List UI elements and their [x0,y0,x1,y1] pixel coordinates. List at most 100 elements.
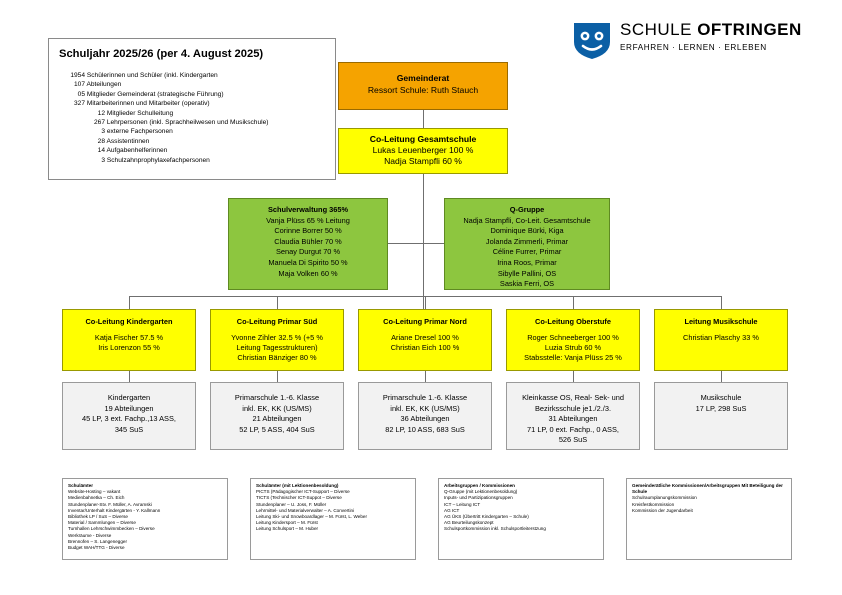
node-line: Roger Schneeberger 100 % [527,333,619,342]
node-line: 52 LP, 5 ASS, 404 SuS [239,424,315,434]
node-line: Jolanda Zimmerli, Primar [485,236,569,246]
node-coleitung-gesamtschule-title: Co-Leitung Gesamtschule [369,134,477,144]
node-gemeinderat-lines: Ressort Schule: Ruth Stauch [339,85,507,95]
connector-unit-primar-sued [277,371,278,382]
statistic-row: 3 externe Fachpersonen [59,127,325,136]
logo-wordmark: SCHULE OFTRINGEN ERFAHREN · LERNEN · ERL… [620,20,802,52]
node-qgruppe[interactable]: Q-Gruppe Nadja Stampfli, Co-Leit. Gesamt… [444,198,610,290]
node-line: inkl. EK, KK (US/MS) [390,403,460,413]
note-item: ICT – Leitung ICT [444,501,481,507]
note-item: Werkräume - Diverse [68,532,112,538]
node-line: Musikschule [700,393,742,403]
statistics-list: 1954 Schülerinnen und Schüler (inkl. Kin… [59,71,325,165]
note-item: Schulraumplanungskommission [632,495,697,501]
statistic-label: Lehrpersonen (inkl. Sprachheilwesen und … [105,119,269,127]
node-line: Nadja Stampfli 60 % [384,156,462,166]
page-title: Schuljahr 2025/26 (per 4. August 2025) [59,48,264,60]
node-line: Lukas Leuenberger 100 % [372,145,474,155]
connector-unit-musikschule [721,371,722,382]
connector-drop-primar-nord [425,296,426,309]
node-line: 526 SuS [558,434,588,444]
statistic-label: Assistentinnen [105,137,150,145]
connector-drop-primar-sued [277,296,278,309]
node-gemeinderat[interactable]: Gemeinderat Ressort Schule: Ruth Stauch [338,62,508,110]
note-item: Leitung Kindersport – M. Fürst [256,520,318,526]
statistic-value: 05 [77,90,85,98]
connector-drop-musikschule [721,296,722,309]
note-item: AG ICT [444,507,460,513]
node-title: Co-Leitung Primar Süd [236,317,318,326]
note-item: Kreisfestkommission [632,501,675,507]
node-line: 345 SuS [114,424,144,434]
node-line: Luzia Strub 60 % [544,343,602,353]
node-line: Vanja Plüss 65 % Leitung [266,215,350,225]
statistic-label: Schülerinnen und Schüler (inkl. Kinderga… [85,72,218,79]
statistic-row: 12 Mitglieder Schulleitung [59,109,325,118]
note-item: Turnhallen Lehrschwimmbecken – Diverse [68,526,155,532]
school-year-info-panel: Schuljahr 2025/26 (per 4. August 2025) 1… [48,38,336,180]
statistic-label: Schulzahnprophylaxefachpersonen [105,156,210,164]
node-gemeinderat-title: Gemeinderat [396,73,450,83]
node-line: 45 LP, 3 ext. Fachp.,13 ASS, [82,414,176,424]
logo-tagline: ERFAHREN · LERNEN · ERLEBEN [620,43,767,52]
node-line: 71 LP, 0 ext. Fachp., 0 ASS, [527,424,619,434]
connector-drop-kindergarten [129,296,130,309]
node-schulverwaltung[interactable]: Schulverwaltung 365% Vanja Plüss 65 % Le… [228,198,388,290]
statistic-value: 327 [73,100,85,108]
note-box-lektionen: Schulämter (mit Lektionenbesoldung)PICTS… [250,478,416,560]
statistic-row: 3 Schulzahnprophylaxefachpersonen [59,156,325,165]
node-line: Christian Bänziger 80 % [237,353,317,363]
statistic-row: 14 Aufgabenhelferinnen [59,146,325,155]
note-item: Inputs- und Partizipationsgruppen [444,495,513,501]
node-line: Katja Fischer 57.5 % [94,333,164,342]
node-line: 31 Abteilungen [548,414,598,424]
statistic-value: 28 [97,137,105,145]
note-item: AG Beurteilungskonzept [444,520,494,526]
statistic-value: 1954 [70,72,85,79]
logo-school-name: SCHULE OFTRINGEN [620,20,802,40]
note-item: Leitung Ski- und Snowboardlager – M. Für… [256,514,367,520]
node-line: Ariane Dresel 100 % [391,333,459,342]
note-item: Medienbahnetka – Ch. Eich [68,495,125,501]
note-item: AG ÜKS (Übertritt Kindergarten – Schule) [444,514,529,520]
note-item: Q-Gruppe (mit Lektionenbesoldung) [444,489,518,495]
note-item: Website-Hosting – vakant [68,489,121,495]
node-qgruppe-title: Q-Gruppe [509,205,545,214]
connector-unit-oberstufe [573,371,574,382]
statistic-label: Mitglieder Schulleitung [105,109,174,117]
statistic-value: 14 [97,147,105,155]
note-item: Stundenplaner-Stv. F. Müller, A. Avramsk… [68,501,152,507]
node-line: Nadja Stampfli, Co-Leit. Gesamtschule [463,215,591,225]
node-line: Saskia Ferri, OS [499,279,555,289]
node-line: Kleinkasse OS, Real- Sek- und [522,393,624,403]
node-line: 19 Abteilungen [104,403,154,413]
logo-name-bold: OFTRINGEN [697,20,802,39]
node-line: Iris Lorenzon 55 % [98,343,160,353]
note-title: Arbeitsgruppen / Kommissionen [444,483,515,488]
note-item: Budget WAH/TTG - Diverse [68,545,125,551]
node-line: Maja Volken 60 % [278,268,338,278]
statistic-value: 3 [101,128,105,136]
node-line: Kindergarten [107,393,151,403]
node-line: Stabsstelle: Vanja Plüss 25 % [524,353,622,363]
connector-coleitung-trunk [423,174,424,309]
node-coleitung-gesamtschule[interactable]: Co-Leitung Gesamtschule Lukas Leuenberge… [338,128,508,174]
node-line: Senay Durgut 70 % [275,247,341,257]
statistic-label: Aufgabenhelferinnen [105,147,168,155]
statistic-value: 3 [101,156,105,164]
note-item: Leitung Schulsport – M. Huber [256,526,319,532]
node-title: Co-Leitung Oberstufe [535,317,611,326]
